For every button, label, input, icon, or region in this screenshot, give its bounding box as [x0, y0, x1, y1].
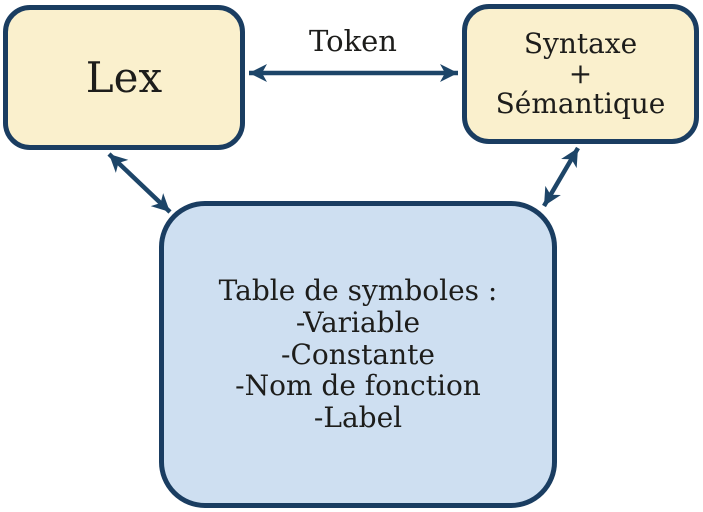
edge-label-token: Token — [309, 24, 397, 58]
node-table-item: -Constante — [281, 337, 435, 371]
node-syntax-semantique: Syntaxe + Sémantique — [462, 4, 699, 144]
node-table-item: -Variable — [295, 305, 421, 339]
node-table-item: -Label — [313, 401, 403, 435]
node-table-title: Table de symboles : — [218, 273, 498, 307]
node-table-symboles: Table de symboles : -Variable -Constante… — [159, 201, 557, 508]
node-lex: Lex — [3, 5, 245, 150]
arrow-syntax-table — [542, 146, 580, 208]
node-syntax-line: Sémantique — [495, 87, 666, 121]
node-table-item: -Nom de fonction — [235, 369, 481, 403]
node-syntax-line: Syntaxe — [523, 26, 638, 60]
node-lex-label: Lex — [85, 53, 163, 102]
arrow-lex-table — [107, 152, 172, 214]
node-syntax-line: + — [568, 56, 593, 90]
